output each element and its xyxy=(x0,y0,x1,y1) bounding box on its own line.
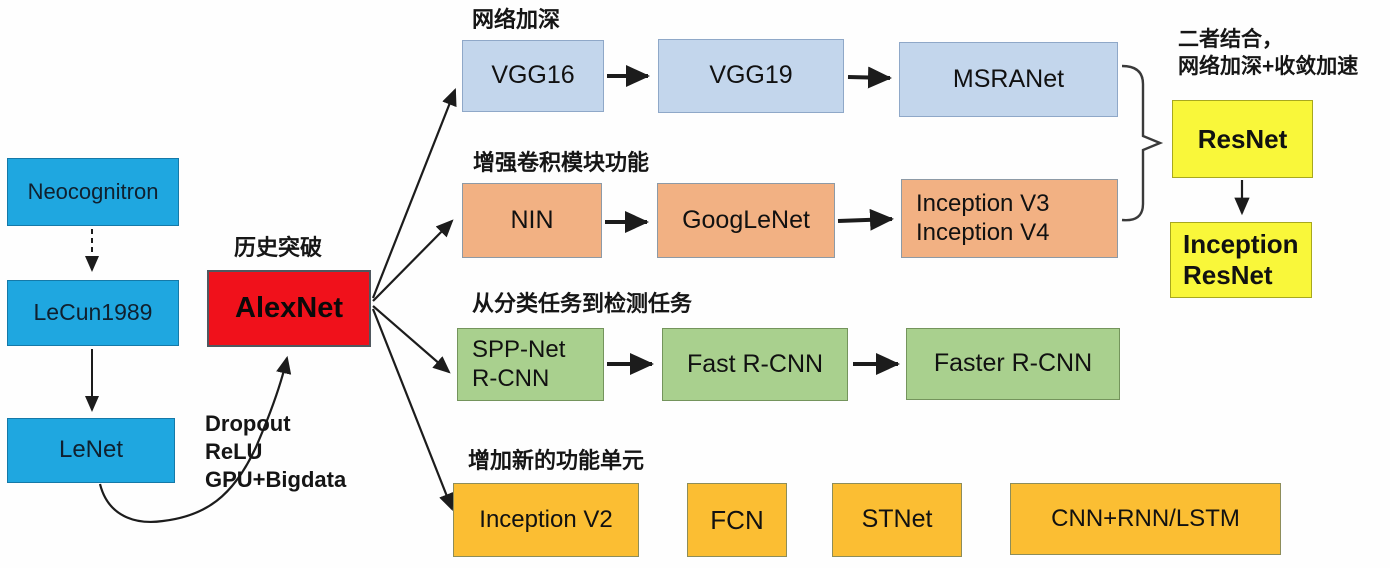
arrow-alexnet-vgg16 xyxy=(371,87,457,299)
node-inception-v2: Inception V2 xyxy=(453,483,639,557)
node-label: VGG19 xyxy=(709,61,793,90)
node-label: ResNet xyxy=(1197,123,1288,154)
node-label: Fast R-CNN xyxy=(686,349,824,378)
node-nin: NIN xyxy=(462,183,602,258)
node-label: Faster R-CNN xyxy=(933,349,1093,378)
arrow-alexnet-sppnet xyxy=(372,305,451,374)
caption-historical-breakthrough: 历史突破 xyxy=(234,235,323,260)
node-label-line1: Inception xyxy=(1183,229,1299,260)
arrow-vgg19-msranet xyxy=(847,66,892,89)
node-label: NIN xyxy=(510,205,554,234)
caption-enhance-conv-module: 增强卷积模块功能 xyxy=(473,150,650,175)
node-cnn-rnn-lstm: CNN+RNN/LSTM xyxy=(1010,483,1281,555)
node-fcn: FCN xyxy=(687,483,787,557)
node-stnet: STNet xyxy=(832,483,962,557)
node-alexnet: AlexNet xyxy=(207,270,371,347)
node-label: Neocognitron xyxy=(27,179,159,205)
node-inception-v3-v4: Inception V3 Inception V4 xyxy=(901,179,1118,258)
alexnet-techniques-text: Dropout ReLU GPU+Bigdata xyxy=(205,411,347,492)
node-msranet: MSRANet xyxy=(899,42,1118,117)
node-fast-rcnn: Fast R-CNN xyxy=(662,328,848,401)
node-label: LeNet xyxy=(58,436,124,464)
node-label: Inception V2 xyxy=(479,505,613,533)
caption-new-functional-units: 增加新的功能单元 xyxy=(468,448,645,473)
caption-combine: 二者结合， 网络加深+收敛加速 xyxy=(1178,26,1358,81)
node-faster-rcnn: Faster R-CNN xyxy=(906,328,1120,400)
node-label: AlexNet xyxy=(235,292,343,325)
node-label-line2: R-CNN xyxy=(472,364,550,392)
node-label: MSRANet xyxy=(952,64,1065,93)
node-label: FCN xyxy=(710,504,764,535)
brace-deepen-conv-to-resnet xyxy=(1121,64,1164,222)
node-label: GoogLeNet xyxy=(682,205,810,234)
node-sppnet-rcnn: SPP-Net R-CNN xyxy=(457,328,604,401)
arrow-googlenet-inceptionv3 xyxy=(837,208,894,231)
node-label-line1: Inception V3 xyxy=(916,190,1050,218)
arrow-alexnet-nin xyxy=(372,219,454,302)
node-googlenet: GoogLeNet xyxy=(657,183,835,258)
node-inception-resnet: Inception ResNet xyxy=(1170,222,1312,298)
node-label-line1: SPP-Net xyxy=(472,336,566,364)
node-vgg19: VGG19 xyxy=(658,39,844,113)
caption-combine-line1: 二者结合， xyxy=(1178,28,1283,51)
node-lenet: LeNet xyxy=(7,418,175,483)
node-vgg16: VGG16 xyxy=(462,40,604,112)
caption-network-deepening: 网络加深 xyxy=(472,7,561,32)
arrow-alexnet-inceptionv2 xyxy=(371,308,454,512)
node-label: CNN+RNN/LSTM xyxy=(1051,504,1240,532)
node-label-line2: ResNet xyxy=(1183,260,1273,290)
caption-classification-to-detection: 从分类任务到检测任务 xyxy=(472,291,693,316)
node-neocognitron: Neocognitron xyxy=(7,158,179,226)
node-label-line2: Inception V4 xyxy=(916,218,1050,246)
node-label: STNet xyxy=(861,505,933,534)
node-lecun1989: LeCun1989 xyxy=(7,280,179,346)
node-label: LeCun1989 xyxy=(33,299,153,326)
caption-combine-line2: 网络加深+收敛加速 xyxy=(1178,55,1359,79)
node-label: VGG16 xyxy=(491,61,575,90)
node-resnet: ResNet xyxy=(1172,100,1313,178)
